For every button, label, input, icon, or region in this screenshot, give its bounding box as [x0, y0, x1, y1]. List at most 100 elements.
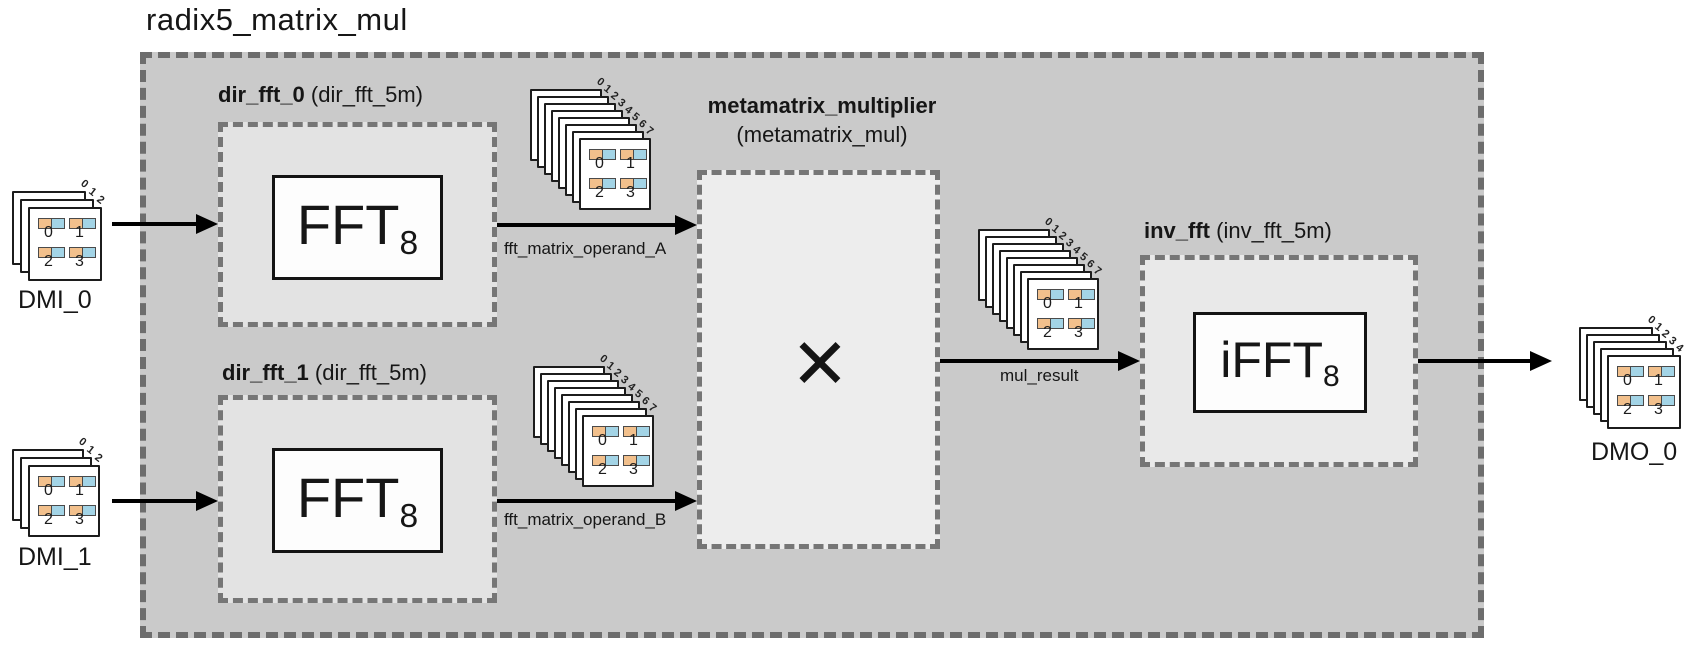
- quadrant-index: 3: [629, 461, 638, 478]
- quadrant-index: 0: [595, 155, 604, 172]
- matrix-quadrant: 3: [1648, 395, 1675, 418]
- cell-left: [590, 150, 602, 159]
- quadrant-index: 1: [629, 432, 638, 449]
- cell-left: [39, 248, 51, 257]
- cell-left: [70, 219, 82, 228]
- cell-pair: [38, 505, 65, 516]
- cell-pair: [38, 476, 65, 487]
- matrix-quadrant: 2: [589, 178, 616, 201]
- cell-left: [624, 456, 636, 465]
- dir-fft-0-instance-name: dir_fft_0: [218, 82, 305, 107]
- cell-pair: [1037, 318, 1064, 329]
- metamatrix-module-name: (metamatrix_mul): [736, 121, 908, 147]
- matrix-quadrant: 2: [592, 455, 619, 478]
- cell-right: [605, 456, 618, 465]
- inv-fft-label: inv_fft (inv_fft_5m): [1144, 218, 1332, 244]
- cell-right: [51, 477, 64, 486]
- cell-pair: [1648, 366, 1675, 377]
- cell-right: [1630, 396, 1643, 405]
- cell-left: [1618, 367, 1630, 376]
- cell-right: [633, 150, 646, 159]
- fft1-core-text: FFT8: [296, 465, 419, 536]
- cell-right: [636, 427, 649, 436]
- cell-pair: [38, 218, 65, 229]
- quadrant-index: 2: [1043, 324, 1052, 341]
- cell-left: [1649, 396, 1661, 405]
- cell-right: [1050, 319, 1063, 328]
- metamatrix-instance-name: metamatrix_multiplier: [707, 93, 937, 118]
- cell-pair: [620, 149, 647, 160]
- matrix-quadrant: 1: [623, 426, 650, 449]
- quadrant-index: 2: [44, 511, 53, 528]
- cell-right: [51, 219, 64, 228]
- dir-fft-1-instance-name: dir_fft_1: [222, 360, 309, 385]
- inv-fft-module-name: (inv_fft_5m): [1216, 218, 1332, 243]
- cell-pair: [623, 455, 650, 466]
- cell-pair: [69, 218, 96, 229]
- arrowhead-icon: [675, 491, 697, 511]
- cell-pair: [38, 247, 65, 258]
- cell-right: [51, 248, 64, 257]
- matrix-quadrant: 3: [620, 178, 647, 201]
- quadrant-index: 1: [75, 482, 84, 499]
- cell-left: [621, 150, 633, 159]
- cell-pair: [69, 247, 96, 258]
- cell-left: [1038, 319, 1050, 328]
- cell-pair: [592, 426, 619, 437]
- dir-fft-0-module-name: (dir_fft_5m): [310, 82, 423, 107]
- diagram-title: radix5_matrix_mul: [146, 2, 408, 37]
- cell-pair: [69, 505, 96, 516]
- cell-left: [1069, 319, 1081, 328]
- cell-left: [39, 219, 51, 228]
- cell-right: [605, 427, 618, 436]
- cell-pair: [589, 178, 616, 189]
- cell-left: [70, 506, 82, 515]
- cell-right: [51, 506, 64, 515]
- cell-pair: [589, 149, 616, 160]
- cell-left: [1038, 290, 1050, 299]
- cell-left: [1618, 396, 1630, 405]
- stack-plane-index: 1: [84, 443, 97, 457]
- signal-label-mul-result: mul_result: [1000, 366, 1079, 385]
- stack-plane-index: 0: [78, 177, 91, 191]
- quadrant-index: 0: [1623, 372, 1632, 389]
- matrix-quadrant: 1: [69, 218, 96, 241]
- inv-fft-instance-name: inv_fft: [1144, 218, 1210, 243]
- cell-left: [593, 456, 605, 465]
- quadrant-index: 3: [1074, 324, 1083, 341]
- cell-right: [1081, 319, 1094, 328]
- quadrant-index: 3: [75, 511, 84, 528]
- quadrant-index: 1: [1654, 372, 1663, 389]
- stack-plane-index: 0: [76, 435, 89, 449]
- quadrant-index: 2: [44, 253, 53, 270]
- matrix-quadrant: 0: [38, 218, 65, 241]
- matrix-quadrant: 2: [1617, 395, 1644, 418]
- cell-left: [70, 248, 82, 257]
- arrowhead-icon: [196, 214, 218, 234]
- arrowhead-icon: [1118, 351, 1140, 371]
- cell-pair: [1037, 289, 1064, 300]
- quadrant-index: 1: [626, 155, 635, 172]
- matrix-quadrant: 1: [620, 149, 647, 172]
- cell-left: [39, 477, 51, 486]
- cell-pair: [623, 426, 650, 437]
- stack-plane-index: 2: [94, 193, 107, 207]
- cell-left: [590, 179, 602, 188]
- cell-right: [1661, 367, 1674, 376]
- cell-pair: [1617, 366, 1644, 377]
- port-label-dmi-0: DMI_0: [18, 286, 92, 314]
- cell-right: [82, 248, 95, 257]
- cell-left: [1069, 290, 1081, 299]
- fft0-core-box: FFT8: [272, 175, 443, 280]
- metamatrix-multiplier-block: [697, 170, 940, 549]
- cell-right: [82, 506, 95, 515]
- quadrant-index: 3: [1654, 401, 1663, 418]
- dir-fft-0-label: dir_fft_0 (dir_fft_5m): [218, 82, 423, 108]
- cell-pair: [1068, 318, 1095, 329]
- quadrant-index: 3: [626, 184, 635, 201]
- stack-plane-index: 1: [86, 185, 99, 199]
